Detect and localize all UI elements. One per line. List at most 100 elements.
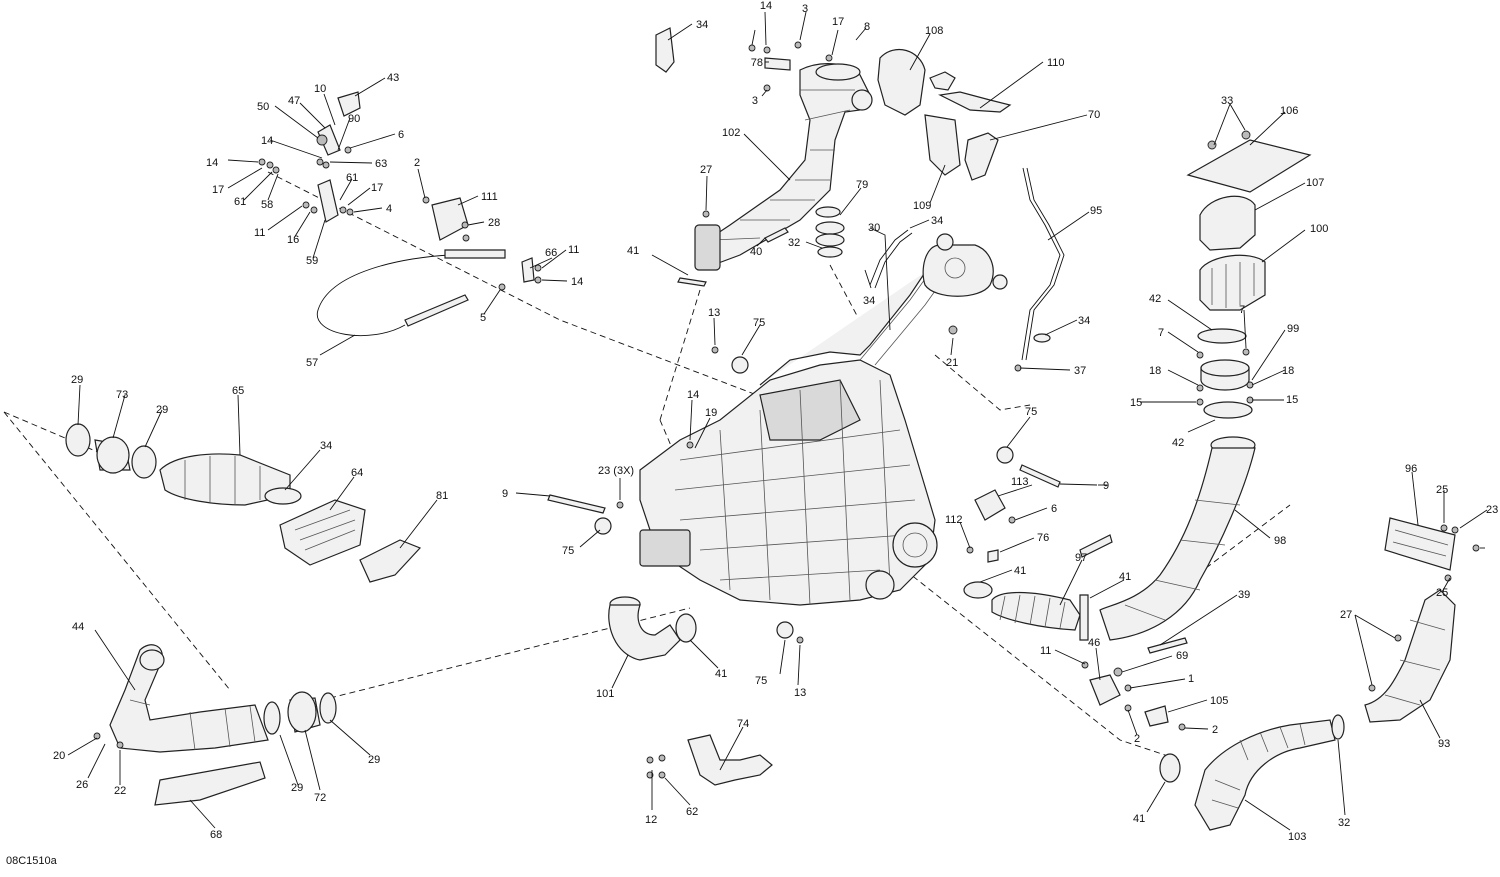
- callout-70: 70: [1088, 109, 1100, 121]
- callout-27: 27: [700, 164, 712, 176]
- callout-1: 1: [1188, 673, 1194, 685]
- callout-46: 46: [1088, 637, 1100, 649]
- callout-11: 11: [254, 227, 265, 239]
- callout-113: 113: [1011, 476, 1029, 488]
- intake-bottom-left: [93, 644, 337, 806]
- callout-labels: 34 14 3 17 8 78 3 108 110 43 10 47 50 90…: [53, 0, 1498, 843]
- callout-99: 99: [1287, 323, 1299, 335]
- callout-18: 18: [1282, 365, 1294, 377]
- callout-59: 59: [306, 255, 318, 267]
- callout-106: 106: [1280, 105, 1298, 117]
- callout-68: 68: [210, 829, 222, 841]
- callout-110: 110: [1047, 57, 1065, 69]
- callout-43: 43: [387, 72, 399, 84]
- callout-2: 2: [414, 157, 420, 169]
- callout-32: 32: [788, 237, 800, 249]
- callout-76: 76: [1037, 532, 1049, 544]
- callout-2: 2: [1134, 733, 1140, 745]
- callout-65: 65: [232, 385, 244, 397]
- callout-34: 34: [1078, 315, 1090, 327]
- callout-75: 75: [562, 545, 574, 557]
- callout-37: 37: [1074, 365, 1086, 377]
- callout-27: 27: [1340, 609, 1352, 621]
- callout-13: 13: [794, 687, 806, 699]
- callout-40: 40: [750, 246, 762, 258]
- callout-98: 98: [1274, 535, 1286, 547]
- callout-107: 107: [1306, 177, 1324, 189]
- callout-7: 7: [1239, 304, 1245, 316]
- callout-41: 41: [715, 668, 727, 680]
- callout-19: 19: [705, 407, 717, 419]
- callout-6: 6: [398, 129, 404, 141]
- callout-15: 15: [1286, 394, 1298, 406]
- callout-15: 15: [1130, 397, 1142, 409]
- callout-64: 64: [351, 467, 363, 479]
- callout-61: 61: [234, 196, 246, 208]
- callout-32: 32: [1338, 817, 1350, 829]
- callout-102: 102: [722, 127, 740, 139]
- throttle-bracket-cluster: [258, 91, 542, 291]
- duct-101-and-pedal: [608, 596, 773, 786]
- callout-58: 58: [261, 199, 273, 211]
- callout-9: 9: [1103, 480, 1109, 492]
- callout-50: 50: [257, 101, 269, 113]
- callout-21: 21: [946, 357, 958, 369]
- callout-2: 2: [1212, 724, 1218, 736]
- callout-25: 25: [1436, 484, 1448, 496]
- callout-57: 57: [306, 357, 318, 369]
- callout-14: 14: [206, 157, 218, 169]
- callout-17: 17: [371, 182, 383, 194]
- callout-33: 33: [1221, 95, 1233, 107]
- callout-105: 105: [1210, 695, 1228, 707]
- callout-41: 41: [1133, 813, 1145, 825]
- callout-61: 61: [346, 172, 358, 184]
- callout-22: 22: [114, 785, 126, 797]
- small-center-parts: [547, 346, 1061, 644]
- callout-30: 30: [868, 222, 880, 234]
- duct-97: [963, 534, 1113, 641]
- callout-47: 47: [288, 95, 300, 107]
- callout-34: 34: [320, 440, 332, 452]
- callout-63: 63: [375, 158, 387, 170]
- callout-41: 41: [1119, 571, 1131, 583]
- callout-79: 79: [856, 179, 868, 191]
- callout-12: 12: [645, 814, 657, 826]
- callout-96: 96: [1405, 463, 1417, 475]
- callout-29: 29: [291, 782, 303, 794]
- callout-72: 72: [314, 792, 326, 804]
- callout-108: 108: [925, 25, 943, 37]
- callout-75: 75: [1025, 406, 1037, 418]
- callout-103: 103: [1288, 831, 1306, 843]
- callout-17: 17: [832, 16, 844, 28]
- callout-101: 101: [596, 688, 614, 700]
- callout-17: 17: [212, 184, 224, 196]
- callout-73: 73: [116, 389, 128, 401]
- callout-29: 29: [368, 754, 380, 766]
- callout-3: 3: [752, 95, 758, 107]
- callout-9: 9: [502, 488, 508, 500]
- callout-95: 95: [1090, 205, 1102, 217]
- leader-lines: [67, 11, 1488, 831]
- callout-10: 10: [314, 83, 326, 95]
- callout-8: 8: [864, 21, 870, 33]
- callout-14: 14: [687, 389, 699, 401]
- callout-28: 28: [488, 217, 500, 229]
- air-intake-stack: [1186, 130, 1312, 419]
- callout-20: 20: [53, 750, 65, 762]
- callout-42: 42: [1149, 293, 1161, 305]
- callout-42: 42: [1172, 437, 1184, 449]
- duct-98: [1099, 436, 1256, 641]
- callout-14: 14: [571, 276, 583, 288]
- callout-34: 34: [863, 295, 875, 307]
- callout-14: 14: [261, 135, 273, 147]
- callout-62: 62: [686, 806, 698, 818]
- bottom-right-parts: [1081, 517, 1480, 831]
- heat-shields: [877, 48, 1012, 181]
- callout-13: 13: [708, 307, 720, 319]
- throttle-cable-57: [316, 249, 506, 337]
- callout-109: 109: [913, 200, 931, 212]
- callout-23: 23: [1486, 504, 1498, 516]
- intake-front-left: [65, 423, 422, 583]
- callout-11: 11: [568, 244, 579, 256]
